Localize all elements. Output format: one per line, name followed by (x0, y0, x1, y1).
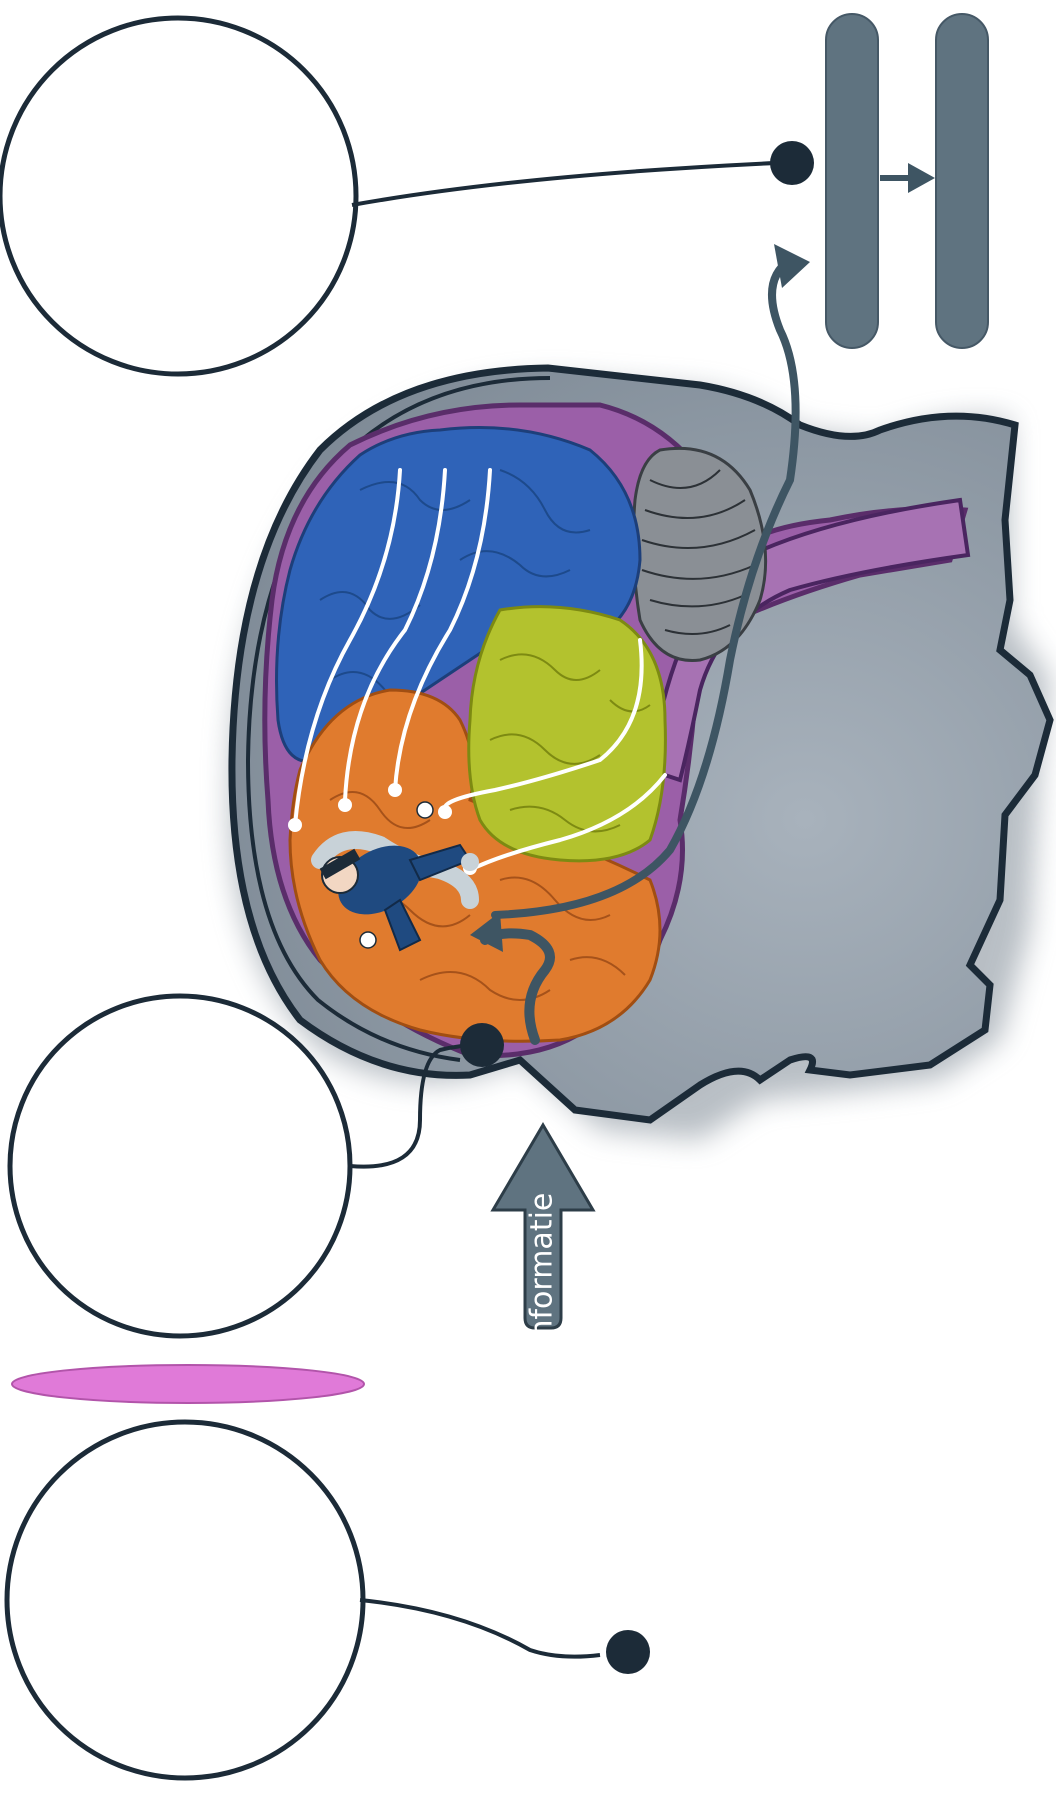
synapse-bar-right (936, 14, 988, 348)
middle-circle[interactable] (10, 996, 350, 1336)
synapse-bar-left (826, 14, 878, 348)
middle-terminal-dot (460, 1023, 504, 1067)
pink-disc (12, 1365, 364, 1403)
top-circle[interactable] (0, 18, 356, 374)
pathway-arrow-head (774, 244, 810, 288)
informatie-arrow: Informatie (493, 1125, 593, 1347)
top-axon (352, 163, 775, 205)
synapse-arrow-head (908, 163, 935, 193)
informatie-label: Informatie (525, 1193, 560, 1348)
bottom-axon (360, 1600, 600, 1657)
synapse (826, 14, 988, 348)
neuron-bottom (7, 1422, 650, 1778)
bottom-circle[interactable] (7, 1422, 363, 1778)
top-terminal-dot (770, 141, 814, 185)
bottom-terminal-dot (606, 1630, 650, 1674)
neuron-top (0, 18, 814, 374)
